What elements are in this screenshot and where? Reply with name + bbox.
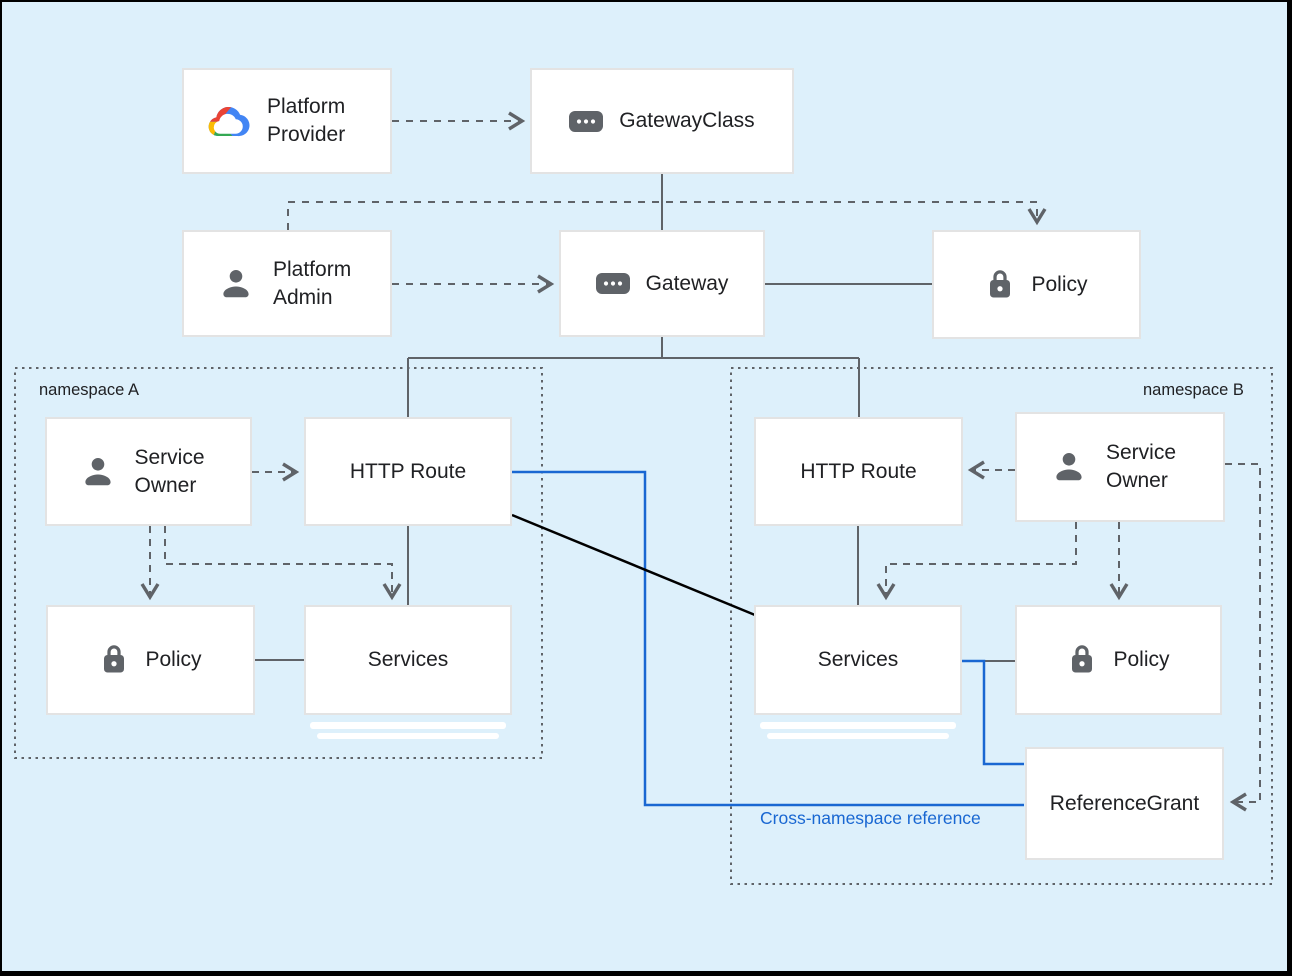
services-a-stack-sheet (310, 722, 506, 729)
node-gatewayclass: GatewayClass (530, 68, 794, 174)
person-icon (1048, 446, 1090, 488)
connector-owner-b-referencegrant (1225, 463, 1261, 812)
lock-icon (985, 267, 1015, 303)
node-label: Gateway (645, 271, 729, 295)
node-platform-admin: Platform Admin (182, 230, 392, 337)
node-service-owner-b: Service Owner (1015, 412, 1225, 522)
node-label: Services (367, 648, 449, 672)
person-icon (215, 263, 257, 305)
namespace-b-label: namespace B (1143, 381, 1244, 399)
node-label: Policy (1113, 648, 1170, 672)
node-label: ReferenceGrant (1049, 791, 1200, 815)
resource-chip-icon (569, 110, 604, 132)
node-label: Platform Admin (273, 257, 352, 309)
lock-icon (1067, 642, 1097, 678)
node-reference-grant: ReferenceGrant (1025, 747, 1224, 860)
node-http-route-a: HTTP Route (304, 417, 512, 526)
node-label: Policy (1031, 272, 1088, 296)
connector-httproute-a-services-b (511, 513, 756, 617)
namespace-a-label: namespace A (39, 381, 139, 399)
services-b-stack-sheet (767, 733, 949, 739)
services-a-stack-sheet (317, 733, 499, 739)
node-services-a: Services (304, 605, 512, 715)
connector-cross-namespace-httproute-a-referencegrant (512, 470, 1024, 807)
node-platform-provider: Platform Provider (182, 68, 392, 174)
node-label: Platform Provider (267, 95, 346, 146)
namespace-b-border (730, 367, 1273, 885)
node-label: Service Owner (1106, 441, 1177, 492)
lock-icon (99, 642, 129, 678)
node-policy-gateway: Policy (932, 230, 1141, 339)
node-label: Services (817, 648, 899, 672)
node-policy-a: Policy (46, 605, 255, 715)
namespace-a-border (14, 367, 543, 759)
connector-services-b-referencegrant (962, 659, 1024, 766)
connector-owner-b-services-b (876, 522, 1077, 601)
node-label: HTTP Route (800, 459, 917, 483)
node-label: HTTP Route (349, 459, 467, 483)
node-http-route-b: HTTP Route (754, 417, 963, 526)
cross-namespace-reference-label: Cross-namespace reference (760, 808, 981, 828)
google-cloud-icon (203, 101, 251, 141)
connector-admin-policy (287, 201, 1047, 230)
node-label: GatewayClass (619, 109, 755, 133)
node-gateway: Gateway (559, 230, 765, 337)
node-label: Service Owner (134, 445, 205, 497)
node-services-b: Services (754, 605, 962, 715)
node-service-owner-a: Service Owner (45, 417, 252, 526)
node-policy-b: Policy (1015, 605, 1222, 715)
resource-chip-icon (595, 273, 630, 294)
services-b-stack-sheet (760, 722, 956, 729)
node-label: Policy (145, 648, 202, 672)
connector-owner-a-services-a (164, 526, 402, 601)
connector-gateway-httproutes (407, 337, 860, 417)
person-icon (77, 451, 119, 493)
